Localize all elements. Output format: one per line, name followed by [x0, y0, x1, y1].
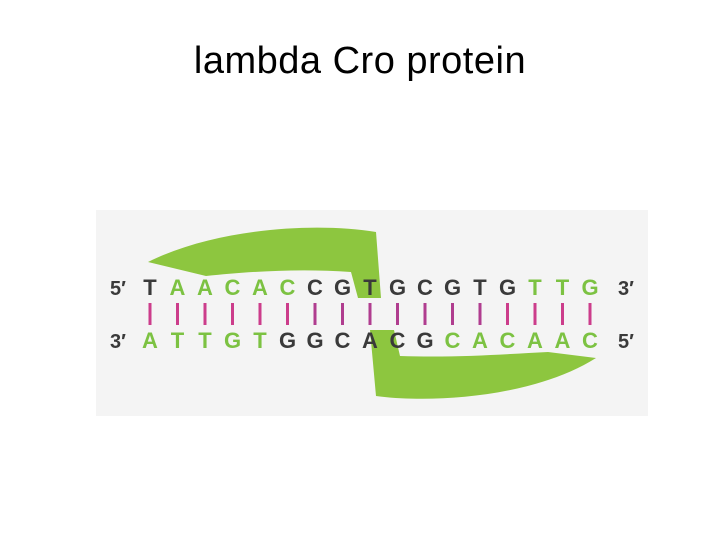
bond-line-0 — [148, 303, 152, 325]
bond-line-5 — [286, 303, 289, 325]
top-strand-5prime-label: 5′ — [110, 278, 126, 300]
bottom-base-8: A — [362, 328, 378, 353]
top-base-11: G — [444, 275, 461, 300]
bond-line-8 — [368, 303, 372, 325]
bond-line-3 — [231, 303, 234, 325]
cro-protein-upper-shape — [148, 227, 381, 298]
bottom-base-10: G — [416, 328, 433, 353]
bond-line-9 — [396, 303, 399, 325]
base-pair-bonds — [148, 303, 592, 325]
bond-line-12 — [478, 303, 482, 325]
bond-line-6 — [313, 303, 317, 325]
top-base-6: C — [307, 275, 323, 300]
top-base-4: A — [252, 275, 268, 300]
top-base-16: G — [581, 275, 598, 300]
bottom-base-12: A — [472, 328, 488, 353]
bond-line-13 — [506, 303, 509, 325]
bottom-base-11: C — [445, 328, 461, 353]
bottom-strand-3prime-label: 3′ — [110, 331, 126, 353]
bottom-base-2: T — [198, 328, 212, 353]
bond-line-11 — [451, 303, 454, 325]
bottom-base-1: T — [171, 328, 185, 353]
top-base-12: T — [473, 275, 487, 300]
top-base-5: C — [280, 275, 296, 300]
top-base-1: A — [170, 275, 186, 300]
top-base-8: T — [363, 275, 377, 300]
bottom-base-4: T — [253, 328, 267, 353]
top-base-0: T — [143, 275, 157, 300]
bottom-base-9: C — [390, 328, 406, 353]
bond-line-2 — [203, 303, 207, 325]
slide-title: lambda Cro protein — [193, 40, 527, 82]
bottom-base-5: G — [279, 328, 296, 353]
top-base-15: T — [556, 275, 570, 300]
bottom-base-0: A — [142, 328, 158, 353]
bottom-base-14: A — [527, 328, 543, 353]
bond-line-16 — [588, 303, 592, 325]
bottom-base-13: C — [500, 328, 516, 353]
bottom-base-7: C — [335, 328, 351, 353]
bottom-base-15: A — [555, 328, 571, 353]
top-base-13: G — [499, 275, 516, 300]
bond-line-10 — [423, 303, 427, 325]
bottom-base-3: G — [224, 328, 241, 353]
bottom-strand-5prime-label: 5′ — [618, 331, 634, 353]
top-base-14: T — [528, 275, 542, 300]
top-base-3: C — [225, 275, 241, 300]
top-base-7: G — [334, 275, 351, 300]
bottom-base-16: C — [582, 328, 598, 353]
bond-line-1 — [176, 303, 179, 325]
bond-line-15 — [561, 303, 564, 325]
top-strand-3prime-label: 3′ — [618, 278, 634, 300]
bond-line-7 — [341, 303, 344, 325]
top-base-9: G — [389, 275, 406, 300]
top-base-2: A — [197, 275, 213, 300]
top-base-10: C — [417, 275, 433, 300]
bond-line-4 — [258, 303, 262, 325]
cro-protein-lower-shape — [370, 330, 596, 399]
bottom-base-6: G — [306, 328, 323, 353]
bond-line-14 — [533, 303, 537, 325]
